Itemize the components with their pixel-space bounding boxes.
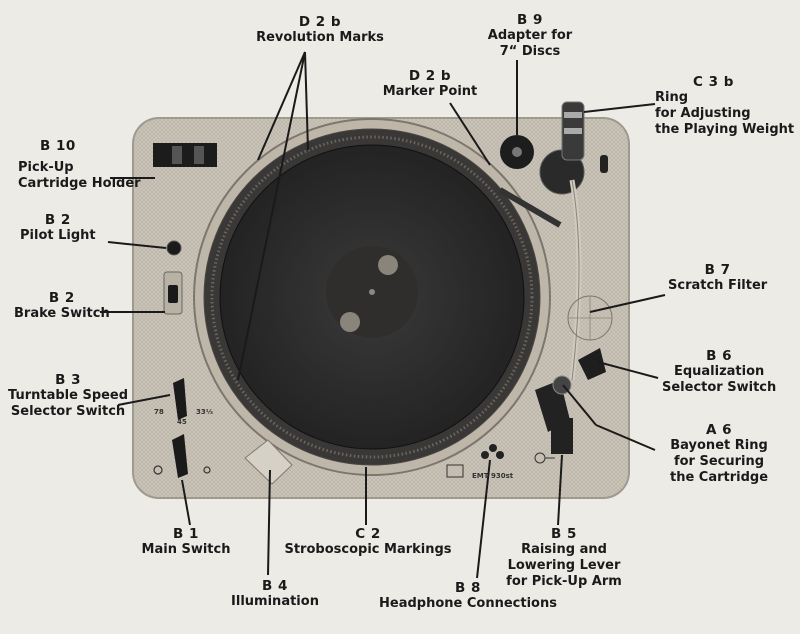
callout-revolution-marks: D 2 b Revolution Marks xyxy=(256,14,384,45)
callout-equalization-selector: B 6 Equalization Selector Switch xyxy=(662,348,777,395)
callout-illumination: B 4 Illumination xyxy=(231,578,319,609)
main-switch-knob xyxy=(172,434,188,478)
illumination-lamp xyxy=(244,439,293,485)
pilot-light xyxy=(166,240,182,256)
callout-arm-lift-lever: B 5 Raising and Lowering Lever for Pick-… xyxy=(506,526,622,589)
speed-selector-knob xyxy=(173,378,187,420)
headphone-socket-2 xyxy=(489,444,497,452)
callout-bayonet-ring: A 6 Bayonet Ring for Securing the Cartri… xyxy=(670,422,769,485)
spindle-knob-upper xyxy=(378,255,398,275)
speed-mark-33: 33⅓ xyxy=(196,408,213,416)
headphone-socket-3 xyxy=(496,451,504,459)
callout-brake-switch: B 2 Brake Switch xyxy=(14,290,110,321)
callout-stroboscopic-markings: C 2 Stroboscopic Markings xyxy=(284,526,452,557)
headphone-socket-1 xyxy=(481,451,489,459)
speed-mark-45: 45 xyxy=(177,418,187,426)
equalization-selector xyxy=(578,348,606,380)
spindle-knob-lower xyxy=(340,312,360,332)
callout-speed-selector: B 3 Turntable Speed Selector Switch xyxy=(8,372,129,419)
callout-disc-adapter: B 9 Adapter for 7“ Discs xyxy=(487,12,573,59)
cartridge-holder xyxy=(153,143,217,167)
callout-marker-point: D 2 b Marker Point xyxy=(382,68,478,99)
model-plate: EMT 930st xyxy=(472,472,514,480)
speed-mark-78: 78 xyxy=(154,408,164,416)
callout-scratch-filter: B 7 Scratch Filter xyxy=(668,262,768,293)
callout-playing-weight-ring: C 3 b Ring for Adjusting the Playing Wei… xyxy=(655,74,795,137)
callout-cartridge-holder: B 10 Pick-Up Cartridge Holder xyxy=(18,138,141,191)
callout-main-switch: B 1 Main Switch xyxy=(141,526,231,557)
callout-headphone-connections: B 8 Headphone Connections xyxy=(379,580,557,611)
leader-lines xyxy=(100,51,666,579)
callout-pilot-light: B 2 Pilot Light xyxy=(20,212,96,243)
emt-logo xyxy=(446,464,464,478)
arm-lift-lever xyxy=(551,418,573,454)
